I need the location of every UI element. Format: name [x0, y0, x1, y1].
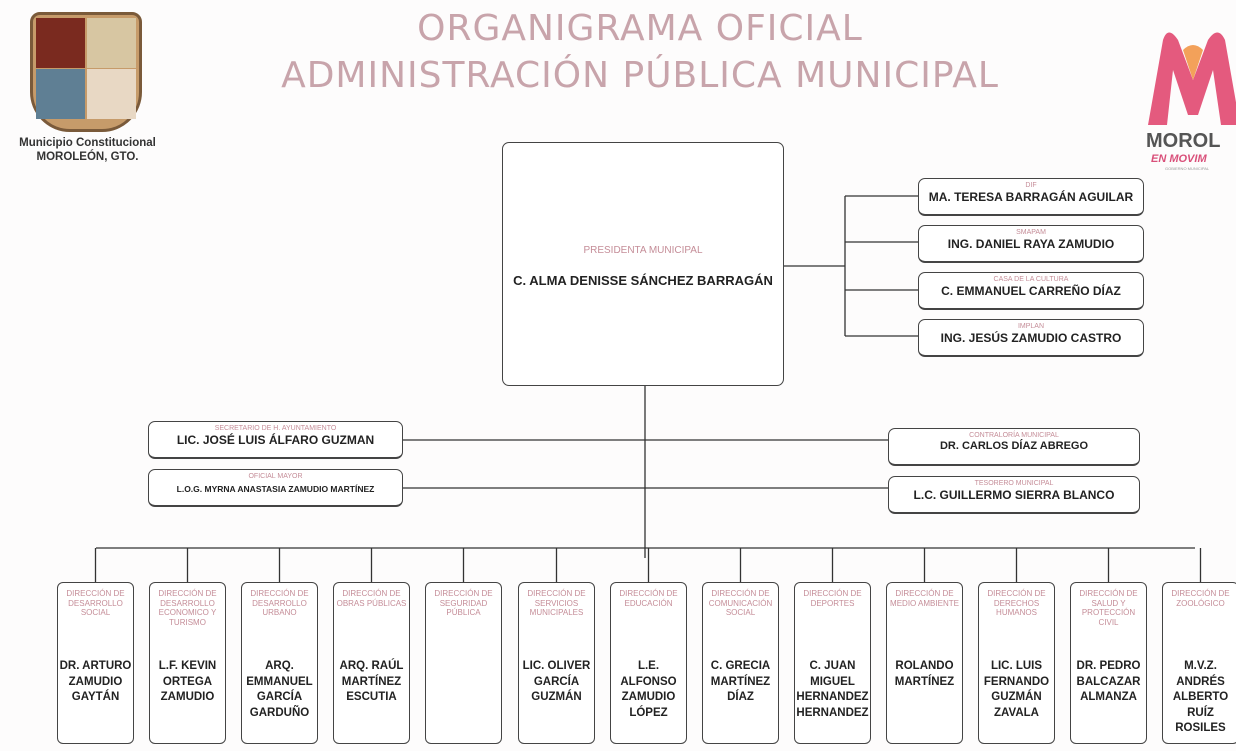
direccion-seguridad-publica-box: DIRECCIÓN DE SEGURIDAD PÚBLICA — [425, 582, 502, 744]
presidenta-box: PRESIDENTA MUNICIPAL C. ALMA DENISSE SÁN… — [502, 142, 784, 386]
shield-cross-quarter — [36, 18, 85, 69]
staff-role: SECRETARIO DE H. AYUNTAMIENTO — [214, 425, 337, 432]
direccion-salud-proteccion-civil-box: DIRECCIÓN DE SALUD Y PROTECCIÓN CIVIL DR… — [1070, 582, 1147, 744]
direccion-deportes-box: DIRECCIÓN DE DEPORTES C. JUAN MIGUEL HER… — [794, 582, 871, 744]
brand-tagline: EN MOVIM — [1151, 153, 1207, 165]
organismo-smapam-box: SMAPAM ING. DANIEL RAYA ZAMUDIO — [918, 225, 1144, 263]
staff-role: OFICIAL MAYOR — [248, 473, 303, 480]
organismo-role: IMPLAN — [1017, 323, 1045, 330]
direccion-zoologico-box: DIRECCIÓN DE ZOOLÓGICO M.V.Z. ANDRÉS ALB… — [1162, 582, 1236, 744]
direccion-educacion-box: DIRECCIÓN DE EDUCACIÓN L.E. ALFONSO ZAMU… — [610, 582, 687, 744]
organismo-name: ING. JESÚS ZAMUDIO CASTRO — [940, 331, 1122, 345]
direccion-name: C. GRECIA MARTÍNEZ DÍAZ — [710, 660, 771, 704]
organismo-name: C. EMMANUEL CARREÑO DÍAZ — [941, 284, 1121, 298]
shield-figure-quarter — [87, 68, 136, 119]
staff-name: L.O.G. MYRNA ANASTASIA ZAMUDIO MARTÍNEZ — [176, 484, 375, 494]
direccion-derechos-humanos-box: DIRECCIÓN DE DERECHOS HUMANOS LIC. LUIS … — [978, 582, 1055, 744]
municipio-line2: MOROLEÓN, GTO. — [36, 151, 139, 164]
direccion-name: M.V.Z. ANDRÉS ALBERTO RUÍZ ROSILES — [1172, 660, 1229, 735]
brand-name: MOROL — [1146, 130, 1221, 152]
direccion-desarrollo-social-box: DIRECCIÓN DE DESARROLLO SOCIAL DR. ARTUR… — [57, 582, 134, 744]
page-title-line1: ORGANIGRAMA OFICIAL — [417, 8, 863, 49]
organismo-name: MA. TERESA BARRAGÁN AGUILAR — [928, 190, 1134, 204]
staff-role: TESORERO MUNICIPAL — [974, 480, 1054, 487]
organismo-casa-cultura-box: CASA DE LA CULTURA C. EMMANUEL CARREÑO D… — [918, 272, 1144, 310]
direccion-name: LIC. LUIS FERNANDO GUZMÁN ZAVALA — [983, 660, 1050, 719]
direccion-role: DIRECCIÓN DE EDUCACIÓN — [619, 589, 678, 608]
organismo-name: ING. DANIEL RAYA ZAMUDIO — [947, 237, 1115, 251]
staff-role: CONTRALORÍA MUNICIPAL — [969, 432, 1059, 439]
direccion-obras-publicas-box: DIRECCIÓN DE OBRAS PÚBLICAS ARQ. RAÚL MA… — [333, 582, 410, 744]
direccion-name: DR. ARTURO ZAMUDIO GAYTÁN — [59, 660, 132, 704]
direccion-desarrollo-economico-box: DIRECCIÓN DE DESARROLLO ECONOMICO Y TURI… — [149, 582, 226, 744]
direccion-role: DIRECCIÓN DE MEDIO AMBIENTE — [890, 589, 959, 608]
shield-landscape-quarter — [87, 18, 136, 69]
presidenta-name: C. ALMA DENISSE SÁNCHEZ BARRAGÁN — [513, 273, 773, 288]
direccion-medio-ambiente-box: DIRECCIÓN DE MEDIO AMBIENTE ROLANDO MART… — [886, 582, 963, 744]
direccion-role: DIRECCIÓN DE DESARROLLO SOCIAL — [66, 589, 125, 618]
organismo-role: CASA DE LA CULTURA — [993, 276, 1069, 283]
organismo-role: DIF — [1025, 182, 1037, 189]
organismo-dif-box: DIF MA. TERESA BARRAGÁN AGUILAR — [918, 178, 1144, 216]
page-title-line2: ADMINISTRACIÓN PÚBLICA MUNICIPAL — [281, 55, 999, 96]
presidenta-role: PRESIDENTA MUNICIPAL — [583, 245, 703, 256]
direccion-name: ARQ. RAÚL MARTÍNEZ ESCUTIA — [339, 660, 404, 704]
direccion-comunicacion-social-box: DIRECCIÓN DE COMUNICACIÓN SOCIAL C. GREC… — [702, 582, 779, 744]
direccion-role: DIRECCIÓN DE DEPORTES — [803, 589, 862, 608]
shield-town-quarter — [36, 68, 85, 119]
moroleon-logo-icon — [1148, 32, 1236, 125]
direccion-servicios-municipales-box: DIRECCIÓN DE SERVICIOS MUNICIPALES LIC. … — [518, 582, 595, 744]
organismo-implan-box: IMPLAN ING. JESÚS ZAMUDIO CASTRO — [918, 319, 1144, 357]
direccion-role: DIRECCIÓN DE SALUD Y PROTECCIÓN CIVIL — [1079, 589, 1138, 627]
direccion-name: L.E. ALFONSO ZAMUDIO LÓPEZ — [620, 660, 677, 719]
direccion-role: DIRECCIÓN DE DESARROLLO ECONOMICO Y TURI… — [158, 589, 217, 627]
staff-name: LIC. JOSÉ LUIS ÁLFARO GUZMAN — [176, 433, 375, 447]
direccion-role: DIRECCIÓN DE DESARROLLO URBANO — [250, 589, 309, 618]
direccion-desarrollo-urbano-box: DIRECCIÓN DE DESARROLLO URBANO ARQ. EMMA… — [241, 582, 318, 744]
direccion-name: DR. PEDRO BALCAZAR ALMANZA — [1076, 660, 1141, 704]
organismo-role: SMAPAM — [1016, 229, 1046, 236]
municipio-label: Municipio Constitucional MOROLEÓN, GTO. — [5, 136, 170, 165]
oficial-mayor-box: OFICIAL MAYOR L.O.G. MYRNA ANASTASIA ZAM… — [148, 469, 403, 507]
direccion-name: L.F. KEVIN ORTEGA ZAMUDIO — [158, 660, 217, 704]
direccion-name: ARQ. EMMANUEL GARCÍA GARDUÑO — [246, 660, 313, 719]
direccion-role: DIRECCIÓN DE DERECHOS HUMANOS — [987, 589, 1046, 618]
direccion-role: DIRECCIÓN DE SEGURIDAD PÚBLICA — [434, 589, 493, 618]
direccion-role: DIRECCIÓN DE ZOOLÓGICO — [1171, 589, 1230, 608]
secretario-ayuntamiento-box: SECRETARIO DE H. AYUNTAMIENTO LIC. JOSÉ … — [148, 421, 403, 459]
direccion-role: DIRECCIÓN DE OBRAS PÚBLICAS — [336, 589, 407, 608]
direccion-name: ROLANDO MARTÍNEZ — [894, 660, 955, 688]
municipal-coat-of-arms — [30, 12, 142, 132]
direccion-name: LIC. OLIVER GARCÍA GUZMÁN — [522, 660, 591, 704]
staff-name: L.C. GUILLERMO SIERRA BLANCO — [913, 488, 1115, 502]
brand-small-text: GOBIERNO MUNICIPAL — [1165, 166, 1210, 171]
staff-name: DR. CARLOS DÍAZ ABREGO — [939, 440, 1089, 452]
direccion-role: DIRECCIÓN DE SERVICIOS MUNICIPALES — [527, 589, 586, 618]
direccion-role: DIRECCIÓN DE COMUNICACIÓN SOCIAL — [708, 589, 773, 618]
tesorero-box: TESORERO MUNICIPAL L.C. GUILLERMO SIERRA… — [888, 476, 1140, 514]
direccion-name: C. JUAN MIGUEL HERNANDEZ HERNANDEZ — [796, 660, 869, 719]
contraloria-box: CONTRALORÍA MUNICIPAL DR. CARLOS DÍAZ AB… — [888, 428, 1140, 466]
municipio-line1: Municipio Constitucional — [19, 137, 156, 149]
